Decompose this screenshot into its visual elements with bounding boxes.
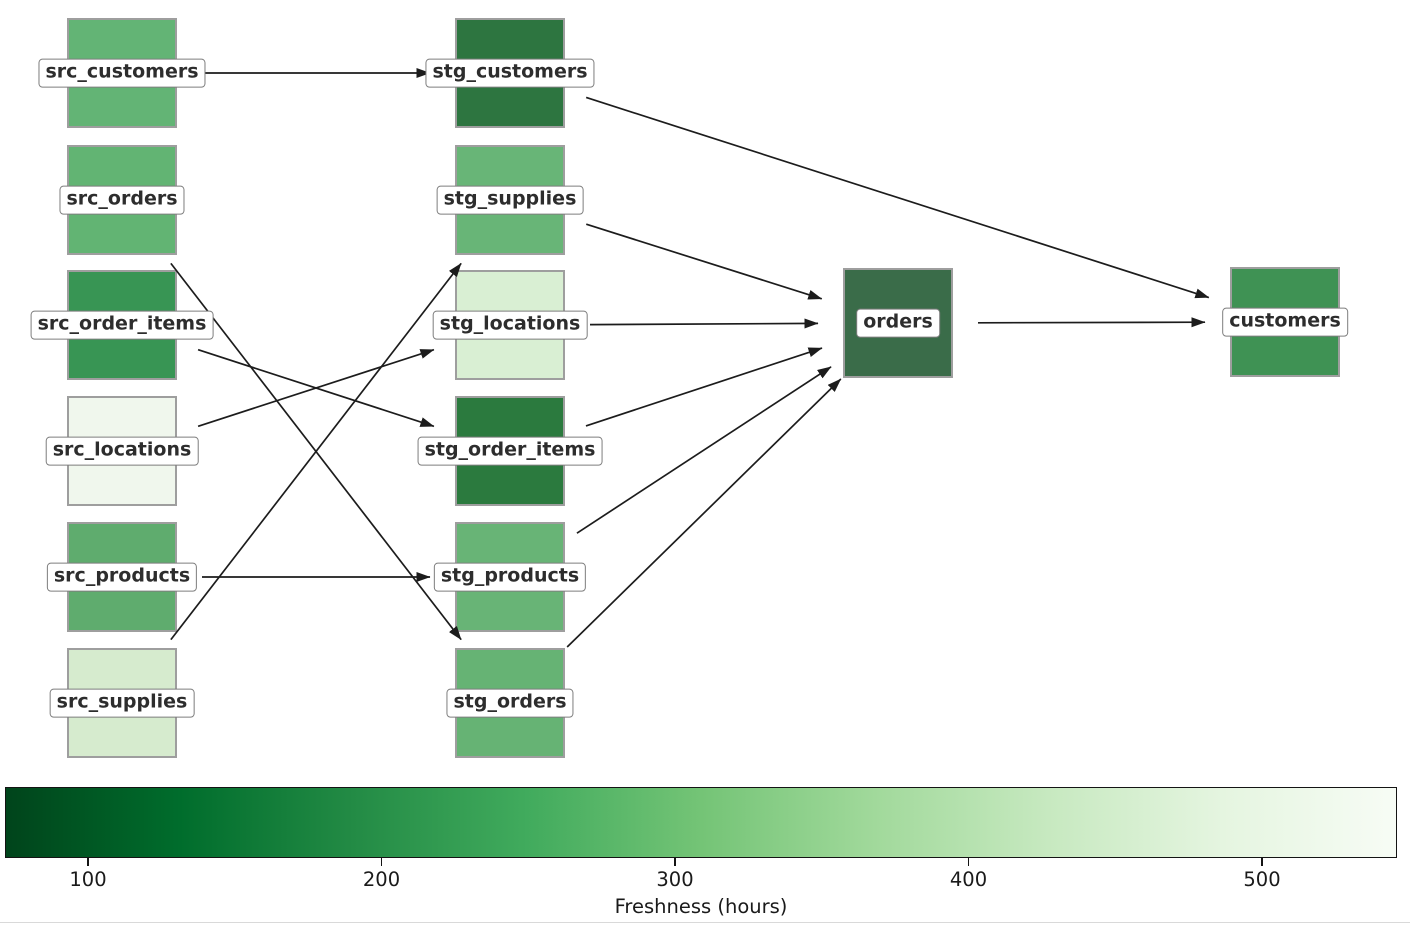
edge-orders-to-customers [977, 317, 1206, 328]
colorbar-axis-label: Freshness (hours) [614, 895, 788, 918]
edge-stg_products-to-orders [576, 366, 832, 534]
edge-stg_supplies-to-orders [586, 223, 823, 300]
edge-stg_customers-to-customers [585, 96, 1210, 299]
colorbar-tick-mark-300 [674, 858, 676, 866]
node-label-stg_supplies: stg_supplies [436, 185, 584, 215]
edge-stg_orders-to-orders [566, 378, 842, 648]
node-label-src_locations: src_locations [45, 436, 199, 466]
node-label-src_orders: src_orders [59, 185, 185, 215]
node-label-stg_locations: stg_locations [432, 310, 588, 340]
colorbar-tick-mark-100 [87, 858, 89, 866]
colorbar-tick-mark-500 [1261, 858, 1263, 866]
freshness-colorbar [5, 787, 1397, 858]
edge-src_locations-to-stg_locations [197, 348, 435, 428]
colorbar-tick-mark-200 [380, 858, 383, 866]
node-label-orders: orders [856, 308, 940, 338]
edge-layer [170, 68, 1210, 648]
colorbar-tick-label-200: 200 [362, 868, 401, 891]
edge-stg_locations-to-orders [589, 318, 819, 329]
node-label-src_order_items: src_order_items [30, 310, 214, 340]
colorbar-gradient [6, 788, 1396, 857]
node-label-stg_orders: stg_orders [446, 688, 574, 718]
node-label-src_products: src_products [46, 562, 198, 592]
node-label-src_supplies: src_supplies [49, 688, 195, 718]
colorbar-tick-mark-400 [967, 858, 970, 866]
colorbar-tick-label-100: 100 [69, 868, 107, 891]
edge-src_supplies-to-stg_supplies [170, 262, 462, 641]
edge-stg_order_items-to-orders [585, 347, 823, 427]
node-label-customers: customers [1222, 307, 1348, 337]
colorbar-tick-label-400: 400 [949, 868, 988, 891]
node-label-src_customers: src_customers [38, 58, 206, 88]
colorbar-tick-label-300: 300 [656, 868, 694, 891]
figure-bottom-border [0, 922, 1410, 923]
node-label-stg_order_items: stg_order_items [417, 436, 603, 466]
colorbar-tick-label-500: 500 [1243, 868, 1281, 891]
node-label-stg_products: stg_products [433, 562, 587, 592]
node-label-stg_customers: stg_customers [425, 58, 595, 88]
